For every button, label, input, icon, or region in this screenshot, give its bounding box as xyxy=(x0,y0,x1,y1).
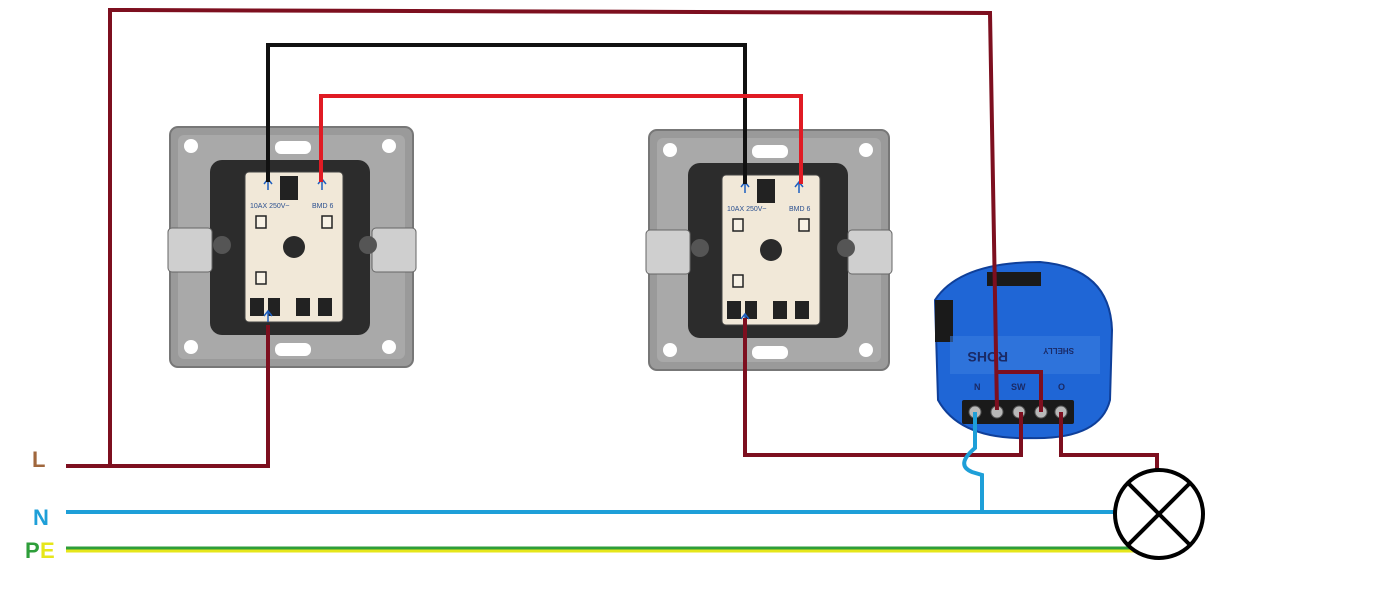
switch-code-label: BMD 6 xyxy=(312,203,334,210)
switch-rating-label: 10AX 250V~ xyxy=(250,203,290,210)
lamp-live-wire xyxy=(1059,412,1159,470)
label-live: L xyxy=(32,447,45,472)
wires xyxy=(66,7,1159,553)
lamp-icon xyxy=(1113,468,1205,560)
neutral-relay-wire xyxy=(962,412,984,512)
switch-right: 10AX 250V~ BMD 6 xyxy=(645,129,893,371)
switch-left: 10AX 250V~ BMD 6 xyxy=(167,126,417,368)
traveller-red xyxy=(319,94,803,184)
traveller-black xyxy=(266,43,747,184)
switch-rating-label: 10AX 250V~ xyxy=(727,206,767,213)
terminal-label-o: O xyxy=(1058,382,1065,392)
label-neutral: N xyxy=(33,505,49,530)
switched-wire xyxy=(743,318,1023,457)
terminal-label-n: N xyxy=(974,382,981,392)
switch-code-label: BMD 6 xyxy=(789,206,811,213)
label-pe-p: P xyxy=(25,538,40,563)
terminal-label-sw: SW xyxy=(1011,382,1026,392)
relay-brand-label: ROHS xyxy=(968,349,1008,365)
relay-jumper xyxy=(997,370,1043,412)
live-wire-switch1 xyxy=(110,325,270,468)
label-pe-e: E xyxy=(40,538,55,563)
relay-module: ROHS SHELLY N SW O xyxy=(933,260,1114,440)
relay-model-label: SHELLY xyxy=(1043,346,1074,355)
live-wire-main xyxy=(66,7,999,468)
arrow-up-icon xyxy=(263,309,273,322)
